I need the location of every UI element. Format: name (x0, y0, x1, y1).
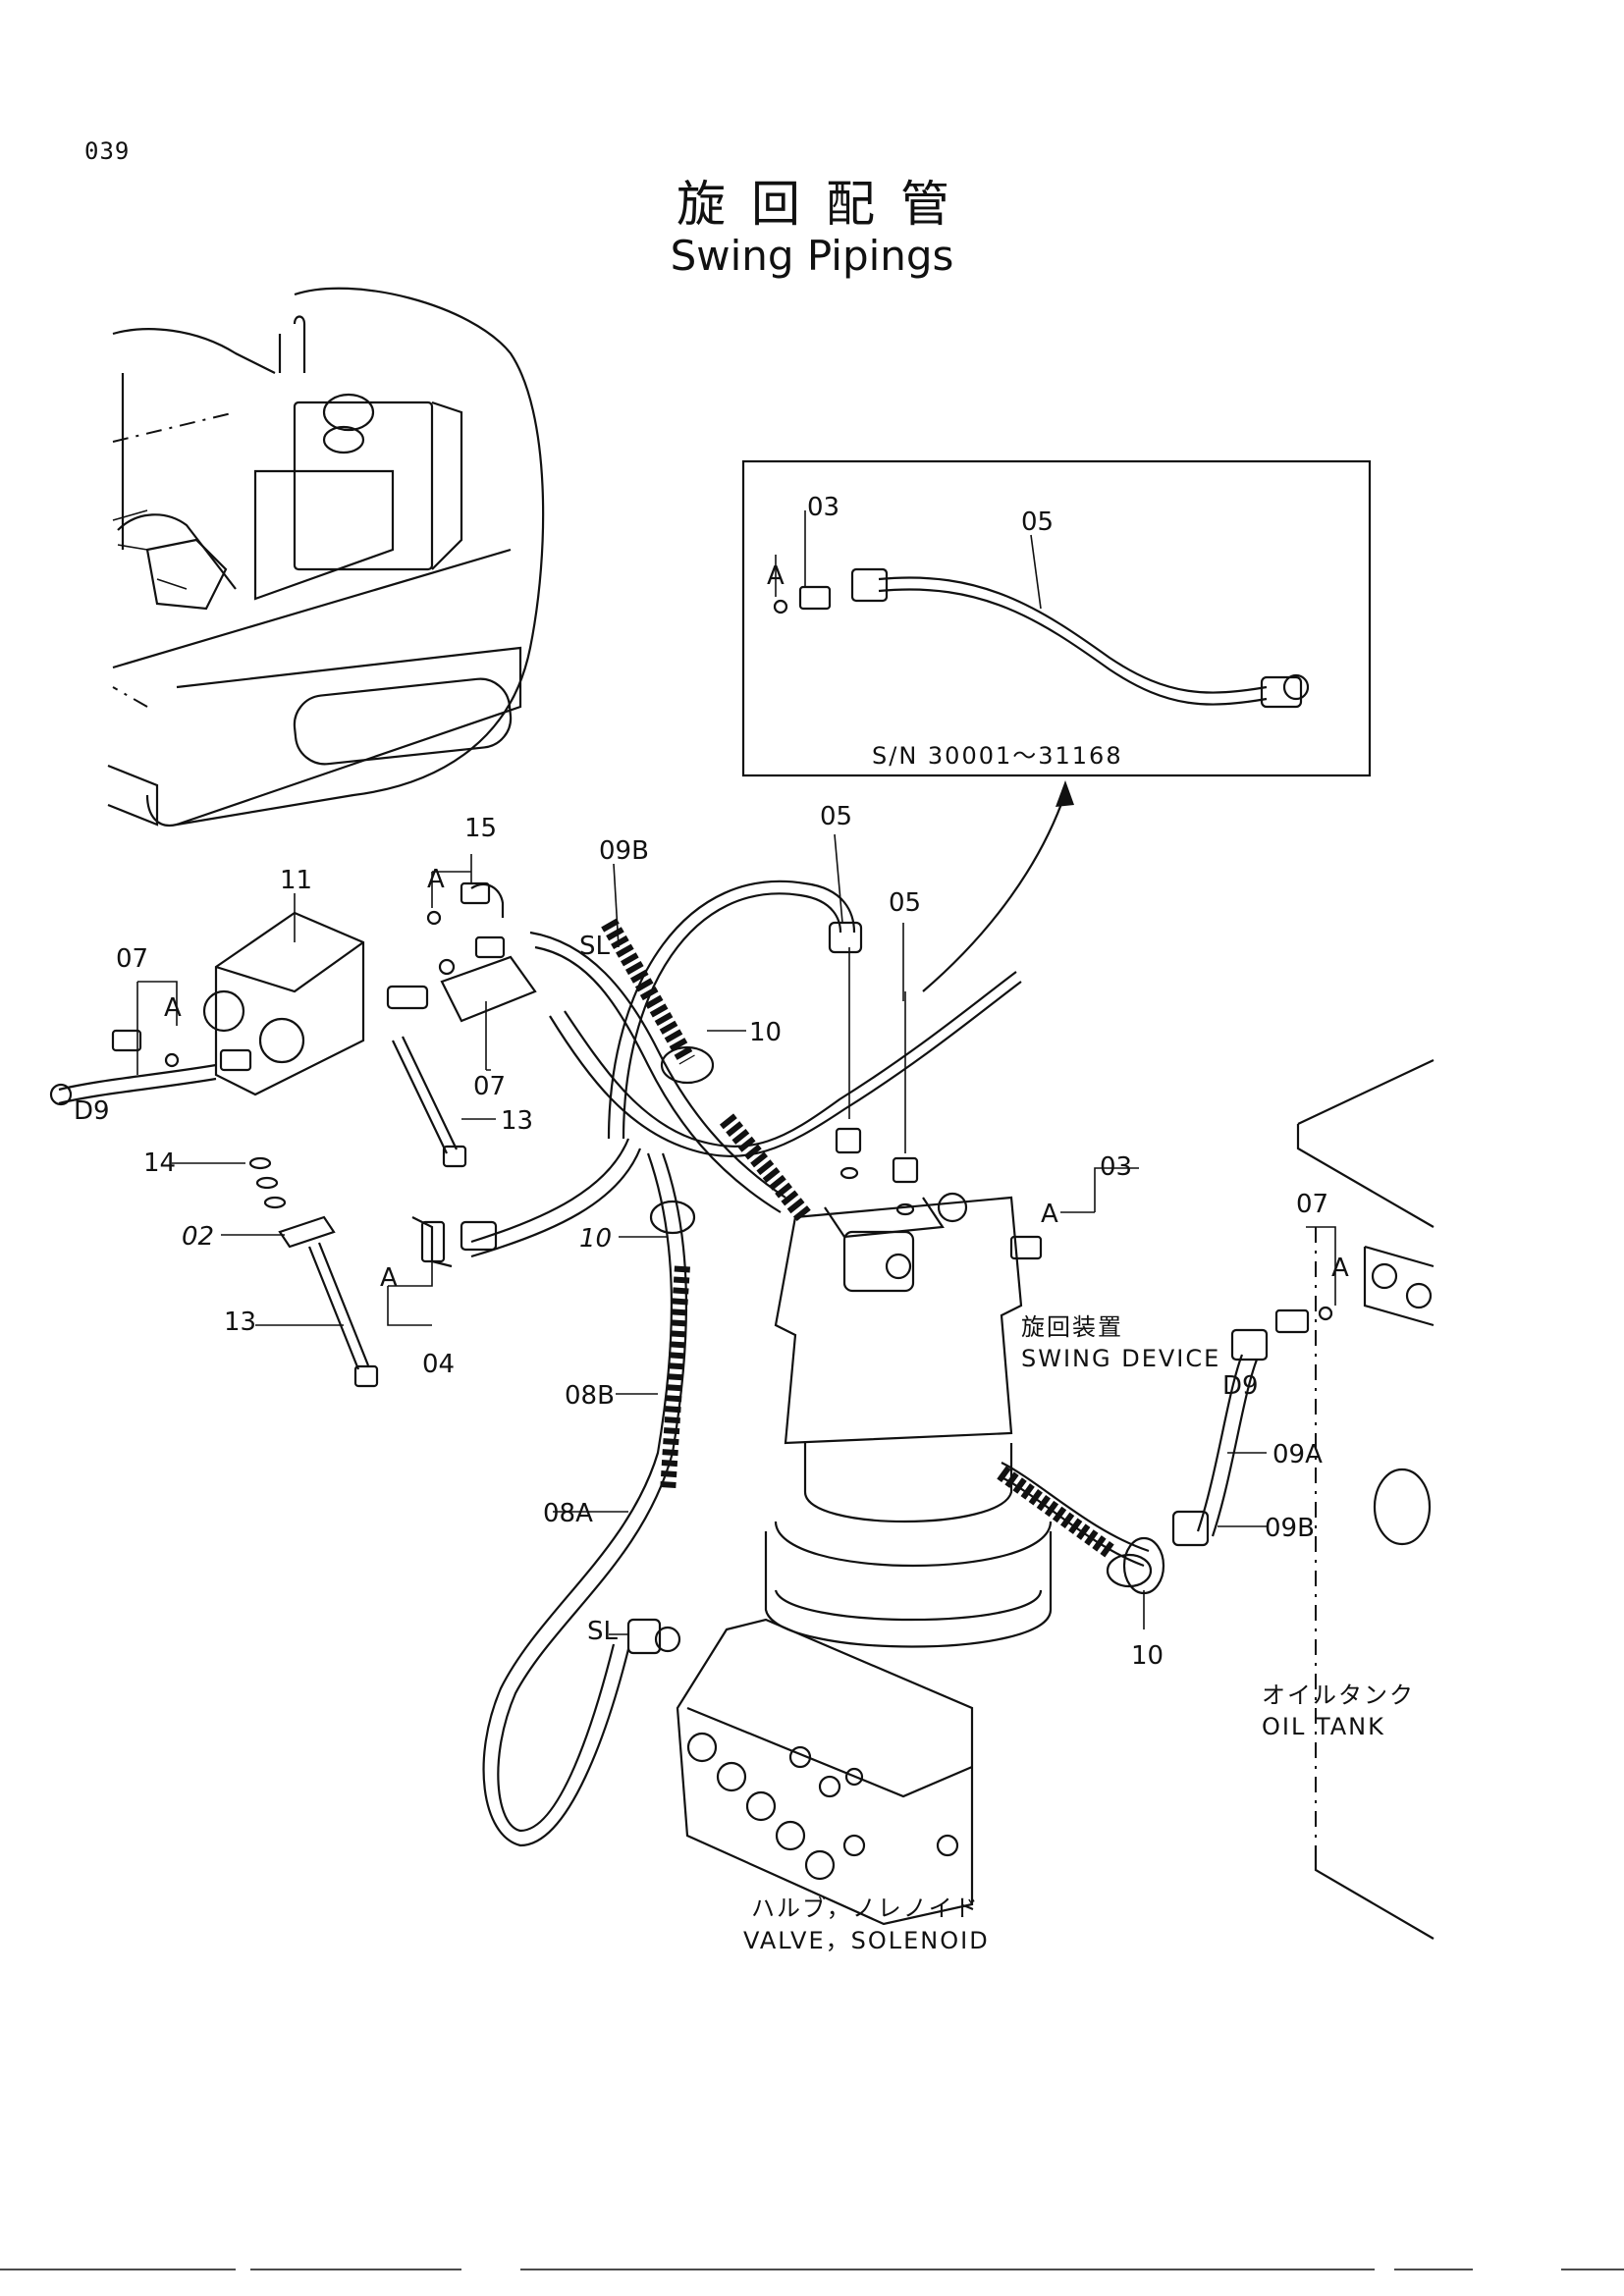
callout-sl-top: SL (579, 932, 611, 961)
valve-caption-en: VALVE，SOLENOID (743, 1927, 990, 1954)
inset-pointer-arrow (922, 792, 1067, 992)
callout-07-left: 07 (116, 944, 148, 974)
callout-13-upper: 13 (501, 1106, 533, 1136)
arrow-head-icon (1056, 780, 1074, 807)
machine-body-drawing (107, 287, 545, 828)
solenoid-valve-drawing (676, 1618, 974, 1926)
page-number: 039 (84, 137, 131, 165)
callout-d9-left: D9 (74, 1096, 110, 1126)
callout-10-lower: 10 (1131, 1641, 1164, 1671)
callout-08b: 08B (565, 1381, 615, 1411)
callout-02: 02 (182, 1222, 214, 1252)
callout-a-07-right: A (1331, 1254, 1349, 1283)
control-valve-block (49, 911, 467, 1388)
callout-09b-right: 09B (1265, 1514, 1315, 1543)
callout-05-top: 05 (820, 802, 852, 831)
callout-04: 04 (422, 1350, 455, 1379)
callout-a-03: A (1041, 1200, 1058, 1229)
swing-device-caption-en: SWING DEVICE (1021, 1345, 1220, 1372)
callout-05-mid: 05 (889, 888, 921, 918)
oil-tank-caption-en: OIL TANK (1262, 1713, 1385, 1740)
swing-device-fittings (835, 1127, 919, 1216)
callout-09a: 09A (1272, 1440, 1323, 1469)
oil-tank-drawing (1296, 1059, 1435, 1940)
callout-11: 11 (280, 866, 312, 895)
callout-07-right: 07 (1296, 1190, 1328, 1219)
callout-08a: 08A (543, 1499, 593, 1528)
oil-tank-caption-jp: オイルタンク (1262, 1682, 1415, 1709)
callout-10-upper: 10 (749, 1018, 782, 1047)
callout-15: 15 (464, 814, 497, 843)
upper-fittings (426, 881, 537, 1023)
callout-07-mid: 07 (473, 1072, 506, 1101)
inset-callout-a: A (767, 561, 785, 591)
swing-device-caption-jp: 旋回装置 (1021, 1313, 1123, 1341)
callout-13-lower: 13 (224, 1308, 256, 1337)
swing-device-drawing (764, 1192, 1053, 1648)
title-english: Swing Pipings (670, 232, 954, 280)
inset-callout-05: 05 (1021, 507, 1054, 537)
callout-sl-bottom: SL (587, 1617, 619, 1646)
inset-callout-03: 03 (807, 493, 839, 522)
hose-clamps (649, 1045, 1153, 1588)
leader-lines (136, 833, 1336, 1635)
callout-14: 14 (143, 1148, 176, 1178)
spring-guards (601, 918, 1114, 1558)
callout-a-04: A (380, 1263, 398, 1293)
valve-caption-jp: ハルブ，ノレノイド (751, 1895, 980, 1922)
callout-09b-top: 09B (599, 836, 649, 866)
title-japanese: 旋回配管 (677, 176, 975, 233)
callout-10-mid: 10 (579, 1224, 612, 1254)
inset-serial-range: S/N 30001～31168 (872, 742, 1123, 770)
callout-a-07-left: A (164, 993, 182, 1023)
callout-a-15: A (427, 865, 445, 894)
inset-box (741, 459, 1372, 777)
callout-d9-right: D9 (1222, 1371, 1259, 1401)
callout-03: 03 (1100, 1152, 1132, 1182)
